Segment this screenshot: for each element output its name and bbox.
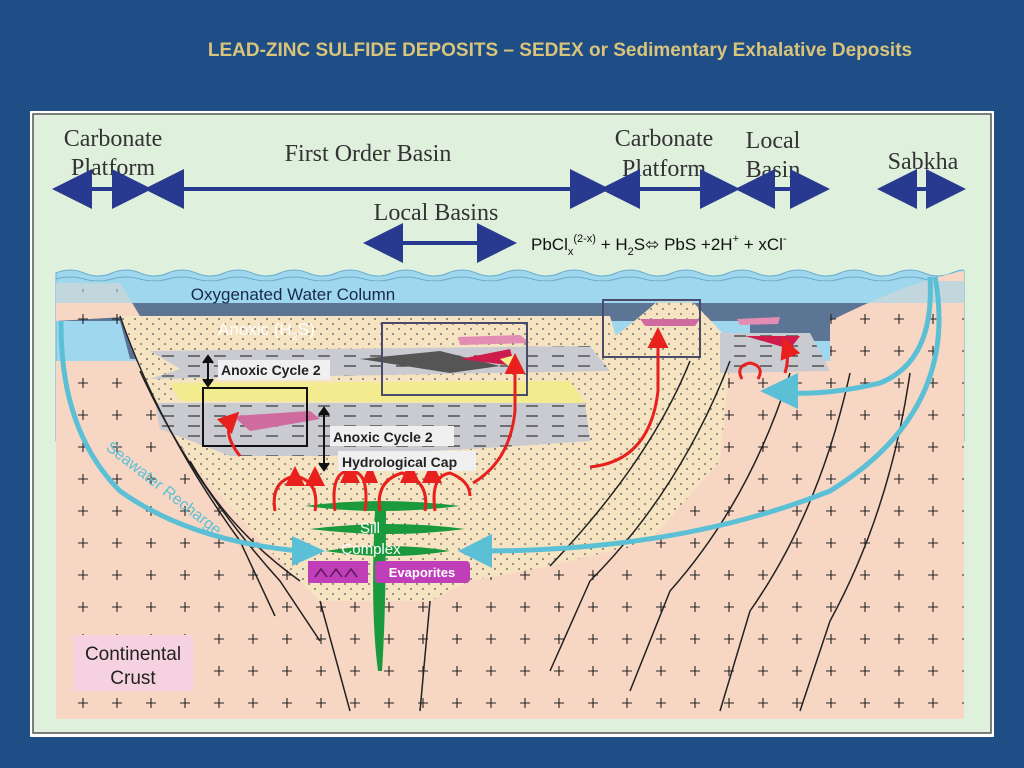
recharge-arrow-heads xyxy=(292,373,798,568)
anoxic-h2s-label: Anoxic (H2S) xyxy=(218,320,315,343)
reaction-equation: PbClx(2-x) + H2S⬄ PbS +2H+ + xCl- xyxy=(531,233,787,258)
fluid-to-anoxic xyxy=(216,411,242,457)
thickness-arrows xyxy=(202,354,330,472)
fluid-to-carbonate xyxy=(589,327,669,469)
box-anoxic xyxy=(202,387,308,447)
sabkha-plus xyxy=(830,311,964,371)
fault-basin-right xyxy=(419,600,431,712)
sill-2 xyxy=(310,524,465,534)
fault-right-4 xyxy=(799,372,911,712)
local-basin-line1: Local xyxy=(746,128,801,154)
carbonate-platform-left-line1: Carbonate xyxy=(64,126,163,152)
fluid-local-basin-right xyxy=(780,337,801,374)
anoxic-cycle-lower-bg xyxy=(330,426,454,446)
oxygenated-water-label: Oxygenated Water Column xyxy=(191,285,395,304)
zone-arrows xyxy=(52,169,966,263)
ore-body-1 xyxy=(360,351,500,373)
hydrological-cap-bg xyxy=(338,451,476,471)
anoxic-water-top xyxy=(56,303,964,341)
fault-basin-left xyxy=(319,600,351,712)
ore-lens-pink-1 xyxy=(458,335,530,345)
fault-right-2 xyxy=(629,372,791,692)
recharge-arrows xyxy=(58,276,942,554)
convection-loop-3 xyxy=(377,471,428,512)
ore-body-red-1 xyxy=(460,349,515,366)
carbonate-platform-right-line1: Carbonate xyxy=(615,126,714,152)
fault-lines xyxy=(119,315,911,712)
recharge-right xyxy=(479,276,942,554)
carbonate-platform-left-line2: Platform xyxy=(71,155,155,181)
highlight-boxes xyxy=(202,299,701,447)
oxygenated-band xyxy=(56,281,964,303)
box-local-basin xyxy=(381,322,528,396)
sill-3 xyxy=(325,546,450,556)
sill-complex-line2: Complex xyxy=(341,541,401,558)
yellow-marker-bed xyxy=(170,381,585,403)
carbonate-platform-right-line2: Platform xyxy=(622,156,706,182)
anoxic-cycle-upper-bg xyxy=(218,360,330,380)
continental-crust-label-bg xyxy=(73,635,193,691)
anoxic-cycle-upper-label: Anoxic Cycle 2 xyxy=(221,362,321,378)
continental-crust-line2: Crust xyxy=(110,668,156,689)
sabkha-label: Sabkha xyxy=(888,149,959,175)
fault-right-3 xyxy=(719,372,851,712)
first-order-basin-label: First Order Basin xyxy=(285,141,452,167)
convection-loop-4 xyxy=(432,471,472,512)
recharge-local xyxy=(787,276,933,396)
local-basin-line2: Basin xyxy=(746,157,801,183)
fault-left-3 xyxy=(189,460,301,582)
recharge-left xyxy=(58,320,301,554)
sill-1 xyxy=(305,501,460,511)
convection-local-basin xyxy=(738,361,762,380)
ore-lens-pink-4 xyxy=(737,317,780,325)
water-surface-wave xyxy=(55,276,953,282)
fault-right-1 xyxy=(549,360,731,672)
evaporites-label: Evaporites xyxy=(389,565,455,580)
anoxic-cycle-lower-label: Anoxic Cycle 2 xyxy=(333,429,433,445)
box-carbonate xyxy=(602,299,701,358)
sill-complex-line1: Sill xyxy=(360,520,380,537)
evaporite-crystal-marks xyxy=(314,567,358,578)
evaporites-box xyxy=(375,561,470,583)
ore-lens-pink-2 xyxy=(233,411,320,431)
slide-title: LEAD-ZINC SULFIDE DEPOSITS – SEDEX or Se… xyxy=(207,40,913,61)
fault-right-5 xyxy=(549,360,691,567)
local-basins-label: Local Basins xyxy=(374,200,499,226)
diagram-frame: Carbonate Platform First Order Basin Loc… xyxy=(30,111,994,737)
continental-crust-line1: Continental xyxy=(85,644,181,665)
hydrological-cap-label: Hydrological Cap xyxy=(342,454,457,470)
fluid-to-local-basin xyxy=(472,353,526,485)
fluid-arrow-heads xyxy=(285,461,442,486)
ore-lens-pink-3 xyxy=(640,319,700,326)
sedex-diagram: Carbonate Platform First Order Basin Loc… xyxy=(32,113,992,734)
